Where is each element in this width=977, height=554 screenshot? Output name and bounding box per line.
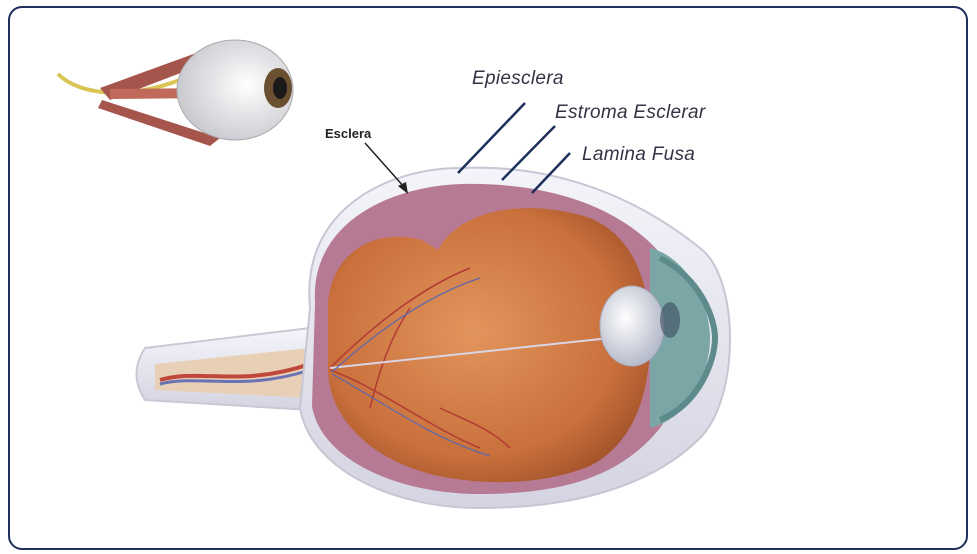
label-lamina-fusca: Lamina Fusa (582, 144, 695, 166)
label-episclera: Epiesclera (472, 68, 564, 90)
vitreous-body (328, 208, 650, 482)
small-eye-with-muscles (58, 40, 293, 146)
diagram-frame: Epiesclera Estroma Esclerar Lamina Fusa … (8, 6, 968, 550)
optic-nerve (137, 328, 311, 410)
label-sclera: Esclera (325, 126, 371, 141)
label-scleral-stroma: Estroma Esclerar (555, 102, 706, 124)
